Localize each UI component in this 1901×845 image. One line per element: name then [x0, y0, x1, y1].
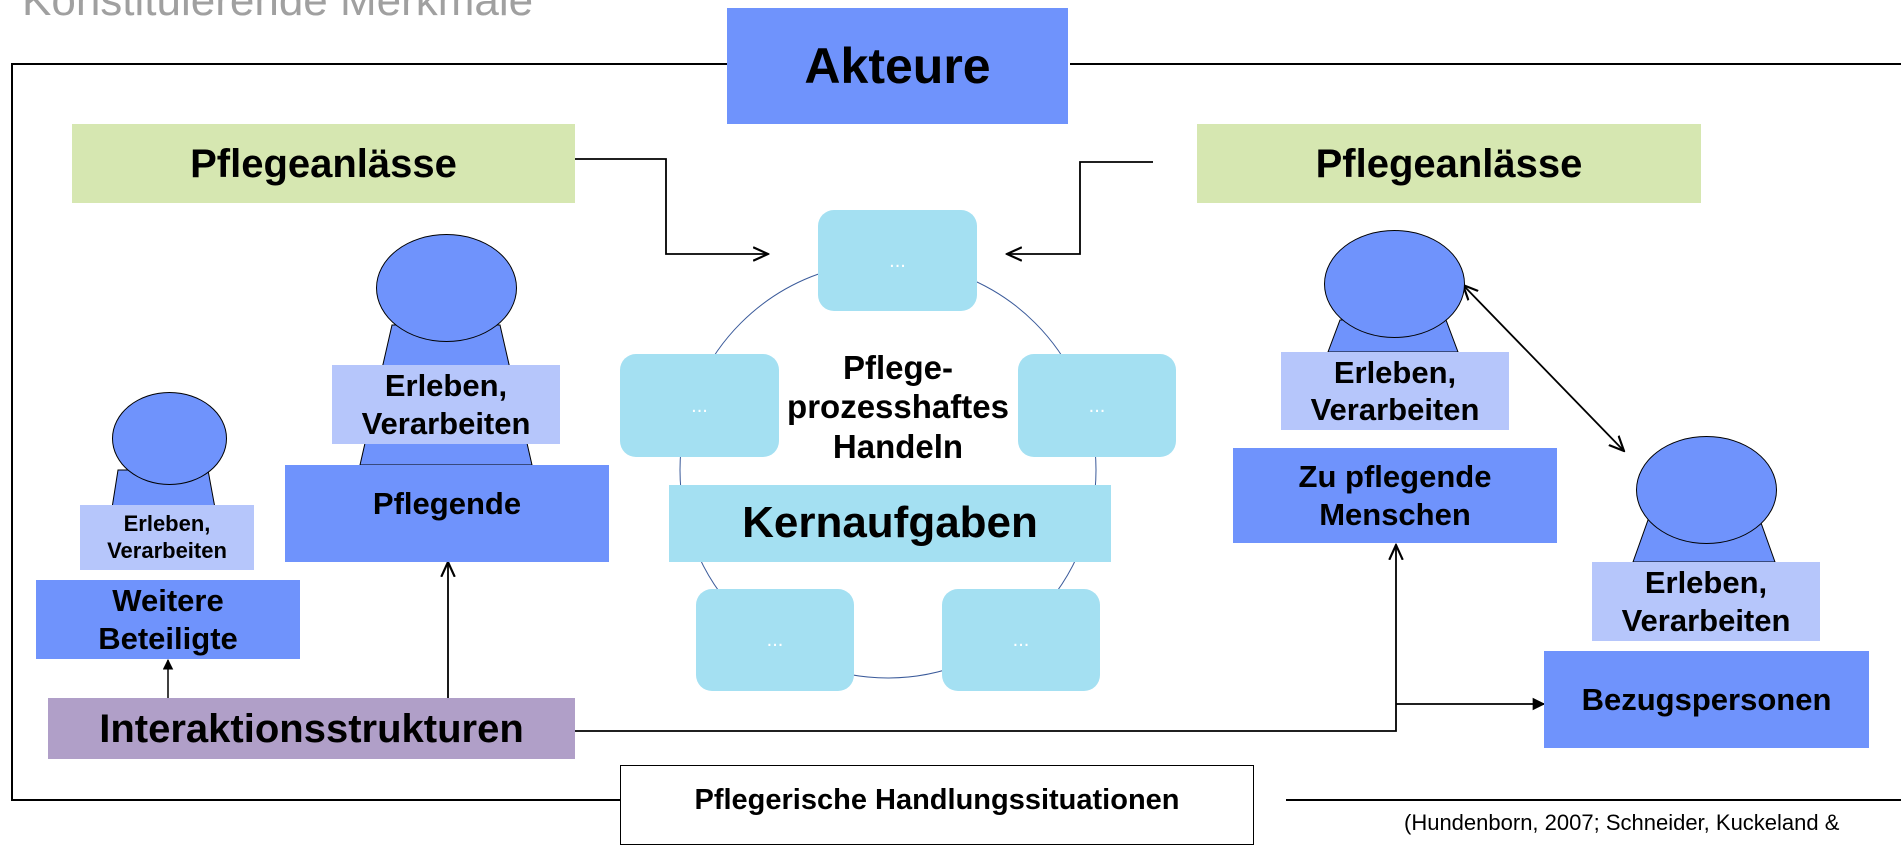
citation: (Hundenborn, 2007; Schneider, Kuckeland …	[1404, 810, 1840, 835]
arrow-relation	[1463, 285, 1624, 451]
frame-bottom-label: Pflegerische Handlungssituationen	[620, 765, 1254, 845]
actor-zu-pflegende: Zu pflegende Menschen	[1233, 448, 1557, 543]
actor-weitere: Weitere Beteiligte	[36, 580, 300, 659]
arrow-right-occasion	[1007, 161, 1153, 254]
occasion-left: Pflegeanlässe	[72, 124, 575, 203]
interaction-structures: Interaktionsstrukturen	[48, 698, 575, 759]
node-placeholder: ...	[889, 249, 906, 272]
center-line-1: Pflege-	[842, 348, 954, 386]
actor-pflegende: Pflegende	[285, 465, 609, 562]
occasion-right: Pflegeanlässe	[1197, 124, 1701, 203]
actor-name-line-2: Menschen	[1319, 496, 1471, 532]
node-placeholder: ...	[691, 394, 708, 417]
line-interaction-right	[575, 545, 1396, 732]
experience-line-1: Erleben,	[384, 368, 508, 404]
experience-line-2: Verarbeiten	[361, 405, 531, 441]
core-center-text: Pflege- prozesshaftes Handeln	[762, 338, 1034, 476]
node-placeholder: ...	[1088, 394, 1106, 417]
core-node-bottom-left: ...	[696, 589, 854, 691]
experience-bezugspersonen: Erleben, Verarbeiten	[1592, 562, 1820, 641]
node-placeholder: ...	[766, 629, 784, 651]
experience-zu-pflegende: Erleben, Verarbeiten	[1281, 352, 1509, 430]
head-pflegende	[376, 234, 517, 342]
arrow-left-occasion	[575, 158, 768, 254]
experience-line-2: Verarbeiten	[107, 537, 227, 563]
actors-header: Akteure	[727, 8, 1068, 124]
frame-border	[11, 63, 1901, 801]
actor-bezugspersonen: Bezugspersonen	[1544, 651, 1869, 748]
core-node-left: ...	[620, 354, 779, 457]
experience-line-1: Erleben,	[1333, 354, 1457, 390]
center-line-3: Handeln	[832, 427, 964, 465]
core-node-top: ...	[818, 210, 977, 311]
actor-name-line-1: Weitere	[112, 583, 224, 619]
experience-weitere: Erleben, Verarbeiten	[80, 505, 254, 570]
head-weitere	[112, 392, 227, 485]
page-title: Konstituierende Merkmale	[22, 0, 534, 25]
head-zu-pflegende	[1324, 230, 1465, 338]
actor-name-line-2: Beteiligte	[98, 620, 238, 656]
experience-line-1: Erleben,	[1644, 565, 1768, 601]
center-line-2: prozesshaftes	[787, 388, 1009, 426]
core-node-bottom-right: ...	[942, 589, 1100, 691]
core-tasks-label: Kernaufgaben	[669, 485, 1111, 562]
experience-pflegende: Erleben, Verarbeiten	[332, 365, 560, 444]
node-placeholder: ...	[1012, 629, 1030, 651]
actor-name-line-1: Zu pflegende	[1298, 459, 1492, 495]
core-node-right: ...	[1018, 354, 1176, 457]
experience-line-2: Verarbeiten	[1621, 602, 1791, 638]
experience-line-2: Verarbeiten	[1310, 392, 1480, 427]
head-bezugspersonen	[1636, 436, 1777, 544]
experience-line-1: Erleben,	[123, 511, 211, 537]
